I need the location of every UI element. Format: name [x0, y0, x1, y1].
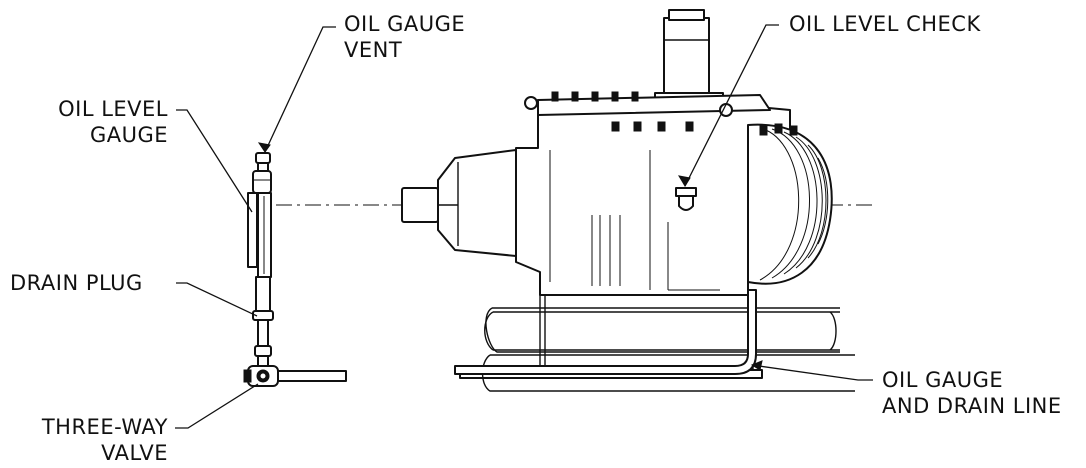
main-housing: [515, 99, 791, 296]
label-oil-level-check: OIL LEVEL CHECK: [789, 12, 981, 36]
valve-outlet-pipe: [277, 370, 347, 382]
leader-three-way-valve: [175, 383, 259, 429]
lifting-eye: [524, 96, 538, 110]
oil-level-gauge-assembly: [243, 152, 347, 387]
label-oil-gauge-vent: OIL GAUGE VENT: [344, 11, 465, 63]
leader-oil-level-check: [684, 24, 779, 187]
gauge-vent-cap: [255, 152, 271, 164]
coupling-housing: [437, 149, 517, 257]
label-oil-gauge-drain-line: OIL GAUGE AND DRAIN LINE: [882, 367, 1062, 419]
label-oil-level-gauge-line1: OIL LEVEL: [58, 97, 168, 121]
sight-glass: [247, 192, 258, 268]
label-drain-plug: DRAIN PLUG: [10, 271, 143, 295]
compressor-body: [401, 9, 840, 379]
three-way-valve: [243, 365, 279, 387]
label-three-way-valve-line1: THREE-WAY: [41, 415, 168, 439]
label-oil-gauge-vent-line2: VENT: [344, 38, 403, 62]
oil-level-check-port: [675, 187, 697, 211]
label-three-way-valve: THREE-WAY VALVE: [10, 414, 168, 466]
top-motor-box: [663, 17, 710, 94]
gauge-top-fitting: [252, 170, 272, 194]
label-oil-gauge-drain-line-line2: AND DRAIN LINE: [882, 394, 1062, 418]
label-three-way-valve-line2: VALVE: [101, 441, 168, 465]
leader-oil-level-gauge: [176, 109, 253, 213]
leader-drain-plug: [176, 282, 258, 317]
leader-oil-gauge-drain-line: [751, 364, 873, 381]
end-bolt-row: [759, 123, 798, 136]
label-oil-gauge-vent-line1: OIL GAUGE: [344, 12, 466, 36]
label-oil-gauge-drain-line-line1: OIL GAUGE: [882, 368, 1004, 392]
ribbed-end-housing: [747, 123, 833, 285]
drive-shaft: [401, 187, 439, 223]
oil-gauge-drain-line: [454, 289, 757, 375]
leader-oil-gauge-vent: [264, 26, 336, 153]
label-oil-level-gauge: OIL LEVEL GAUGE: [10, 96, 168, 148]
label-oil-level-gauge-line2: GAUGE: [89, 123, 168, 147]
discharge-pipe: [481, 311, 855, 392]
top-bolt-row: [551, 91, 694, 132]
